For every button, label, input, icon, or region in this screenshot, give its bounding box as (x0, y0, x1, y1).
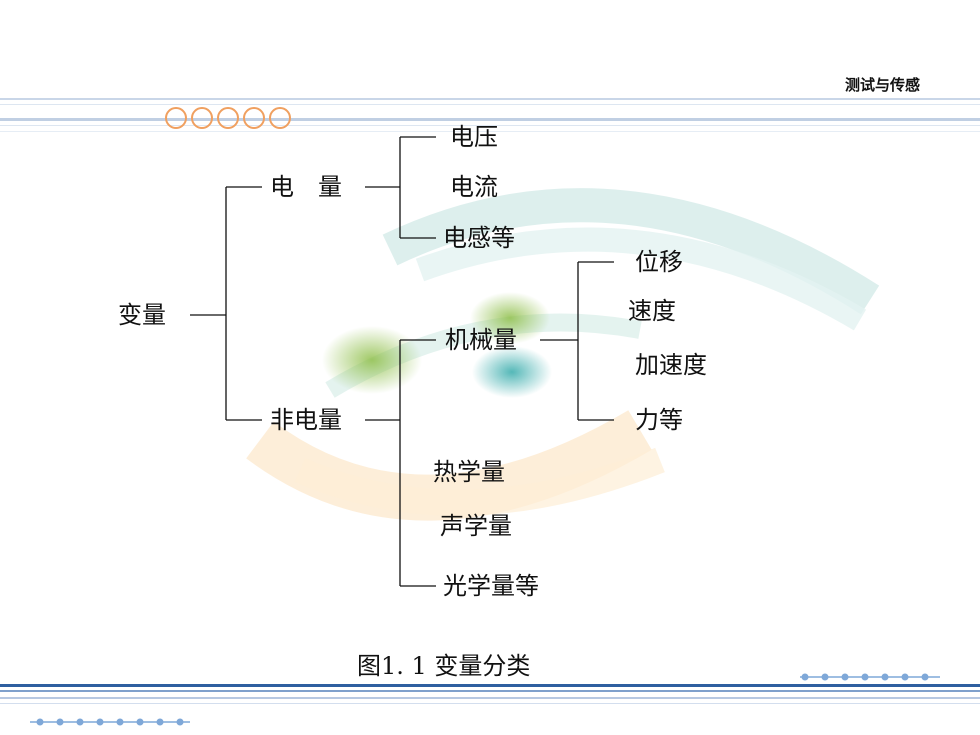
node-displacement: 位移 (635, 248, 683, 276)
node-voltage: 电压 (450, 123, 498, 151)
node-acceleration: 加速度 (635, 351, 707, 379)
node-current: 电流 (450, 173, 498, 201)
node-non-electrical: 非电量 (270, 406, 342, 434)
node-velocity: 速度 (628, 297, 676, 325)
node-inductance: 电感等 (443, 224, 515, 252)
node-electrical: 电 量 (270, 173, 342, 201)
node-acoustic: 声学量 (440, 512, 512, 540)
figure-caption: 图1. 1 变量分类 (357, 652, 531, 680)
node-optical: 光学量等 (443, 572, 539, 600)
node-mechanical: 机械量 (445, 326, 517, 354)
header-title: 测试与传感 (845, 76, 921, 94)
node-force: 力等 (635, 406, 683, 434)
node-thermal: 热学量 (433, 458, 505, 486)
node-root: 变量 (118, 301, 166, 329)
